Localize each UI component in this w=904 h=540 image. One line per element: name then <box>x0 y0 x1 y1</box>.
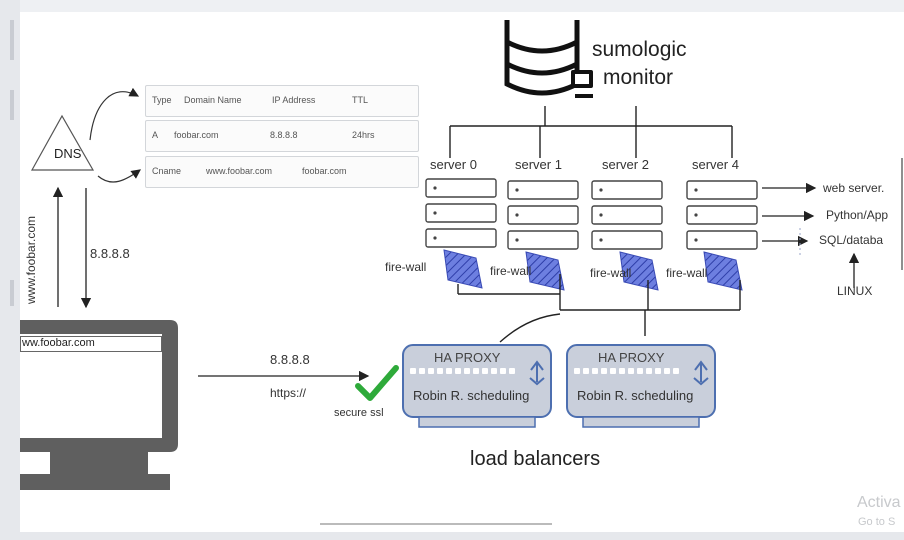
stack-item: SQL/databa <box>819 233 884 247</box>
proxy-name: HA PROXY <box>434 350 501 365</box>
dns-node <box>30 114 95 171</box>
dns-label: DNS <box>54 146 82 161</box>
os-label: LINUX <box>837 284 873 298</box>
server-racks <box>425 178 758 250</box>
dns-response-label: 8.8.8.8 <box>90 246 130 261</box>
dns-cell: www.foobar.com <box>206 166 273 176</box>
dns-query-label: www.foobar.com <box>24 215 38 304</box>
dns-table-row: A foobar.com 8.8.8.8 24hrs <box>145 120 419 152</box>
top-gutter <box>20 0 904 12</box>
ssl-label: secure ssl <box>334 407 384 419</box>
dns-col-ip: IP Address <box>272 95 316 105</box>
server-label: server 1 <box>515 157 562 172</box>
dns-cell: foobar.com <box>174 130 219 140</box>
proxy-algorithm: Robin R. scheduling <box>413 388 530 403</box>
firewall-label: fire-wall <box>666 266 708 280</box>
dns-col-ttl: TTL <box>352 95 369 105</box>
stack-item: web server. <box>823 181 885 195</box>
activation-watermark: Activa <box>857 494 901 511</box>
stack-item: Python/App <box>826 208 889 222</box>
dns-cell: Cname <box>152 166 182 176</box>
server-label: server 4 <box>692 157 739 172</box>
monitor-small-icon <box>571 70 593 98</box>
dns-col-domain: Domain Name <box>184 95 242 105</box>
dns-cell: foobar.com <box>302 166 347 176</box>
dns-table-row: Cname www.foobar.com foobar.com <box>145 156 419 188</box>
proxy-name: HA PROXY <box>598 350 665 365</box>
server-label: server 2 <box>602 157 649 172</box>
load-balancers-title: load balancers <box>470 448 601 470</box>
database-icon <box>504 20 580 96</box>
monitor-subtitle: monitor <box>603 66 674 89</box>
diagram-shapes <box>20 20 903 525</box>
firewall-icons <box>443 249 743 291</box>
diagram-canvas[interactable]: DNS Type Domain Name IP Address TTL A fo… <box>20 12 904 532</box>
load-balancer-boxes <box>402 344 716 428</box>
dns-col-type: Type <box>152 95 172 105</box>
request-ip-label: 8.8.8.8 <box>270 352 310 367</box>
activation-watermark-sub: Go to S <box>858 516 896 528</box>
dns-cell: 24hrs <box>352 130 375 140</box>
left-gutter <box>0 0 21 540</box>
browser-url-bar[interactable]: ww.foobar.com <box>20 336 162 352</box>
dns-cell: 8.8.8.8 <box>270 130 298 140</box>
firewall-label: fire-wall <box>490 264 532 278</box>
firewall-label: fire-wall <box>385 260 427 274</box>
firewall-label: fire-wall <box>590 266 632 280</box>
monitor-title: sumologic <box>592 38 687 61</box>
protocol-label: https:// <box>270 386 307 400</box>
proxy-algorithm: Robin R. scheduling <box>577 388 694 403</box>
bottom-gutter <box>0 532 904 540</box>
dns-cell: A <box>152 130 159 140</box>
dns-table-header: Type Domain Name IP Address TTL <box>145 85 419 117</box>
server-label: server 0 <box>430 157 477 172</box>
browser-url-text: ww.foobar.com <box>22 337 95 349</box>
check-icon <box>355 365 399 401</box>
